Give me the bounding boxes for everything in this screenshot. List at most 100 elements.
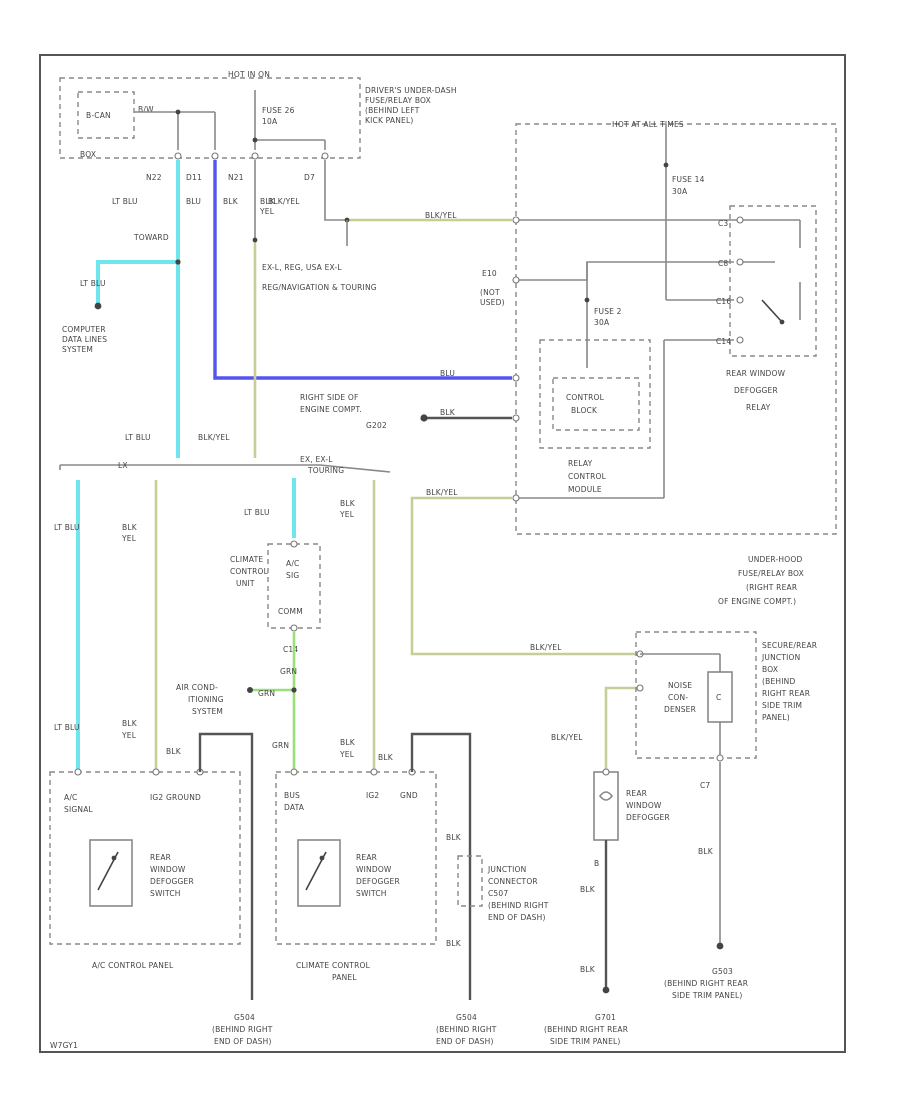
svg-text:BLK: BLK <box>580 885 596 894</box>
svg-text:BLK: BLK <box>260 197 276 206</box>
svg-text:AIR COND-: AIR COND- <box>176 683 218 692</box>
computer-l1: COMPUTER <box>62 325 106 334</box>
svg-text:LT BLU: LT BLU <box>244 508 270 517</box>
svg-text:REAR: REAR <box>626 789 647 798</box>
svg-text:LT BLU: LT BLU <box>112 197 138 206</box>
svg-text:C14: C14 <box>716 337 731 346</box>
fuse26-amp: 10A <box>262 117 278 126</box>
secure-rear-junction-box: C NOISE CON- DENSER SECURE/REAR JUNCTION… <box>635 631 817 1000</box>
svg-text:BLK/YEL: BLK/YEL <box>426 488 458 497</box>
svg-text:BUS: BUS <box>284 791 300 800</box>
svg-text:C16: C16 <box>716 297 731 306</box>
svg-text:END OF DASH): END OF DASH) <box>214 1037 272 1046</box>
svg-text:G504: G504 <box>456 1013 477 1022</box>
svg-text:SIG: SIG <box>286 571 299 580</box>
svg-text:(BEHIND RIGHT REAR: (BEHIND RIGHT REAR <box>544 1025 628 1034</box>
svg-text:B: B <box>594 859 599 868</box>
svg-text:BLK: BLK <box>340 499 356 508</box>
svg-text:PANEL: PANEL <box>332 973 357 982</box>
rear-relay-l3: RELAY <box>746 403 771 412</box>
upper-wire-labels: LT BLU BLU BLK BLK YEL BLK/YEL <box>112 197 300 216</box>
svg-text:BLK: BLK <box>122 719 138 728</box>
svg-text:EX, EX-L: EX, EX-L <box>300 455 333 464</box>
svg-text:BLU: BLU <box>186 197 201 206</box>
svg-text:GND: GND <box>400 791 418 800</box>
not-used-l2: USED) <box>480 298 505 307</box>
svg-text:RIGHT SIDE OF: RIGHT SIDE OF <box>300 393 359 402</box>
svg-text:CONNECTOR: CONNECTOR <box>488 877 538 886</box>
bcan-label: B-CAN <box>86 111 111 120</box>
ex-l-label2: REG/NAVIGATION & TOURING <box>262 283 377 292</box>
svg-text:COMM: COMM <box>278 607 303 616</box>
fuse2-label: FUSE 2 <box>594 307 622 316</box>
under-hood-l3: (RIGHT REAR <box>746 583 797 592</box>
svg-text:G202: G202 <box>366 421 387 430</box>
svg-text:WINDOW: WINDOW <box>626 801 662 810</box>
svg-text:CONTROL: CONTROL <box>230 567 269 576</box>
drivers-fuse-box: B-CAN BOX HOT IN ON B/W FUSE 26 10A DRIV… <box>59 70 457 182</box>
svg-text:YEL: YEL <box>121 731 137 740</box>
fuse26-label: FUSE 26 <box>262 106 295 115</box>
d7-wire: BLK/YEL <box>324 160 512 246</box>
under-hood-l4: OF ENGINE COMPT.) <box>718 597 796 606</box>
svg-text:BLK/YEL: BLK/YEL <box>530 643 562 652</box>
relay-ctrl-l1: RELAY <box>568 459 593 468</box>
pin-d7: D7 <box>304 173 315 182</box>
driver-box-l1: DRIVER'S UNDER-DASH <box>365 86 457 95</box>
svg-text:C8: C8 <box>718 259 728 268</box>
ac-panel-ground <box>198 732 254 1000</box>
g202-ground: RIGHT SIDE OF ENGINE COMPT. G202 BLK <box>300 393 512 430</box>
svg-text:YEL: YEL <box>259 207 275 216</box>
svg-text:C507: C507 <box>488 889 508 898</box>
svg-text:GRN: GRN <box>258 689 275 698</box>
svg-text:REAR: REAR <box>150 853 171 862</box>
svg-text:C3: C3 <box>718 219 728 228</box>
svg-text:SECURE/REAR: SECURE/REAR <box>762 641 817 650</box>
svg-text:BLU: BLU <box>440 369 455 378</box>
relay-ctrl-l3: MODULE <box>568 485 602 494</box>
grn-wire: GRN GRN GRN AIR COND- ITIONING SYSTEM <box>176 632 297 772</box>
svg-text:SIDE TRIM PANEL): SIDE TRIM PANEL) <box>672 991 743 1000</box>
svg-text:BLK: BLK <box>446 939 462 948</box>
svg-text:BLK: BLK <box>166 747 182 756</box>
under-hood-l2: FUSE/RELAY BOX <box>738 569 804 578</box>
pin-d11: D11 <box>186 173 202 182</box>
climate-control-panel: BUS DATA IG2 GND REAR WINDOW DEFOGGER SW… <box>275 768 437 982</box>
svg-text:YEL: YEL <box>121 534 137 543</box>
svg-text:ENGINE COMPT.: ENGINE COMPT. <box>300 405 362 414</box>
hot-at-all-label: HOT AT ALL TIMES <box>612 120 684 129</box>
svg-text:WINDOW: WINDOW <box>150 865 186 874</box>
rear-relay-l2: DEFOGGER <box>734 386 778 395</box>
svg-text:LT BLU: LT BLU <box>125 433 151 442</box>
svg-text:IG2 GROUND: IG2 GROUND <box>150 793 201 802</box>
svg-text:NOISE: NOISE <box>668 681 692 690</box>
rear-relay-l1: REAR WINDOW <box>726 369 786 378</box>
svg-text:SIGNAL: SIGNAL <box>64 805 94 814</box>
computer-l2: DATA LINES <box>62 335 107 344</box>
not-used-l1: (NOT <box>480 288 500 297</box>
svg-text:A/C CONTROL PANEL: A/C CONTROL PANEL <box>92 961 174 970</box>
computer-l3: SYSTEM <box>62 345 93 354</box>
junction-connector <box>457 855 483 907</box>
svg-text:END OF DASH): END OF DASH) <box>436 1037 494 1046</box>
ac-panel-wires: LT BLU BLK YEL LT BLU BLK YEL <box>54 480 158 772</box>
svg-text:A/C: A/C <box>64 793 78 802</box>
svg-text:DEFOGGER: DEFOGGER <box>150 877 194 886</box>
svg-text:SIDE TRIM: SIDE TRIM <box>762 701 802 710</box>
svg-text:C: C <box>716 693 721 702</box>
svg-text:(BEHIND RIGHT: (BEHIND RIGHT <box>212 1025 273 1034</box>
diagram-border <box>39 54 846 1053</box>
under-hood-box: HOT AT ALL TIMES FUSE 14 30A FUSE 2 30A … <box>480 120 837 535</box>
control-block-l1: CONTROL <box>566 393 605 402</box>
svg-text:BLK/YEL: BLK/YEL <box>268 197 300 206</box>
svg-text:CLIMATE CONTROL: CLIMATE CONTROL <box>296 961 371 970</box>
svg-text:BLK: BLK <box>378 753 394 762</box>
driver-box-l3: (BEHIND LEFT <box>365 106 420 115</box>
pin-n22: N22 <box>146 173 162 182</box>
svg-text:SWITCH: SWITCH <box>150 889 181 898</box>
svg-text:BLK: BLK <box>440 408 456 417</box>
svg-text:UNIT: UNIT <box>236 579 255 588</box>
svg-text:WINDOW: WINDOW <box>356 865 392 874</box>
svg-text:(BEHIND RIGHT: (BEHIND RIGHT <box>488 901 549 910</box>
